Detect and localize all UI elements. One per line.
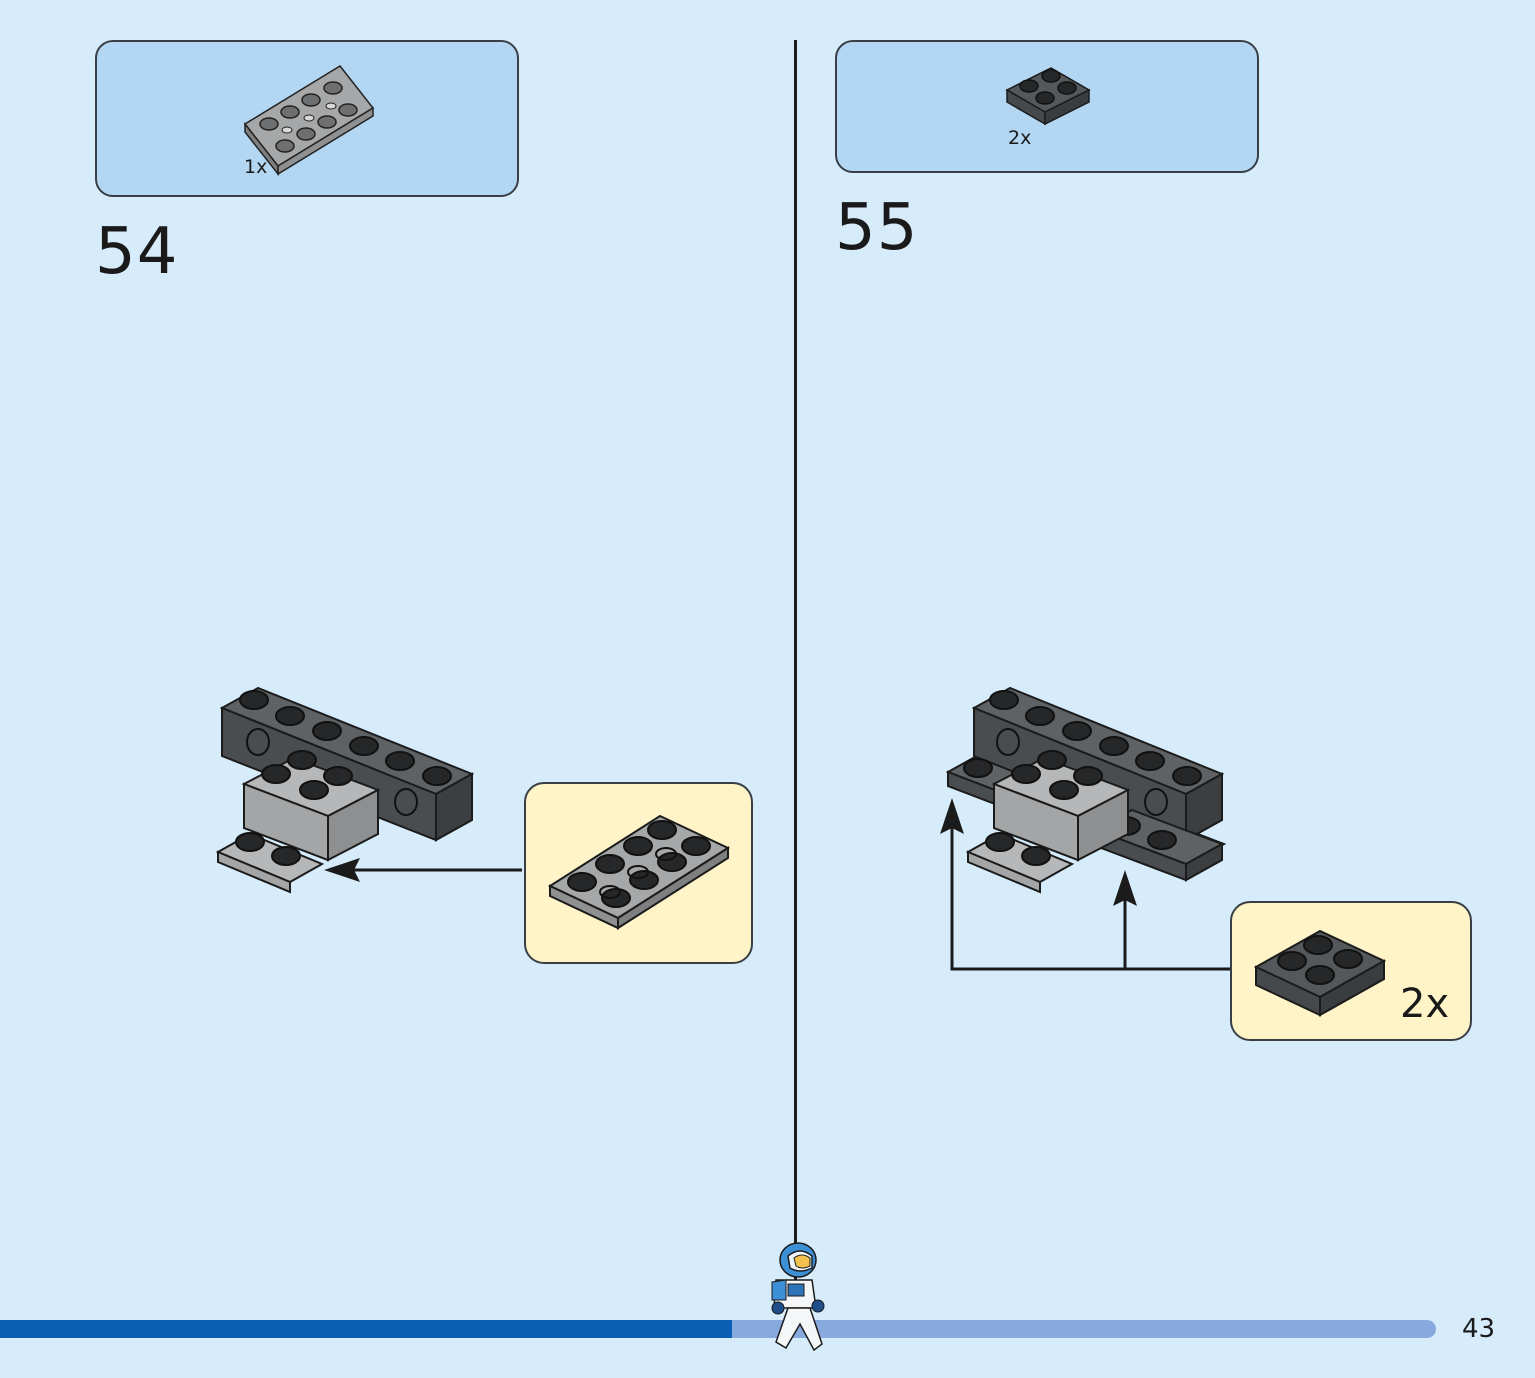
step-54-callout — [524, 782, 753, 964]
plate-2x2-icon — [1253, 929, 1387, 1017]
step-55-number: 55 — [835, 191, 919, 265]
step-54-model-illustration — [215, 686, 475, 894]
plate-2x4-with-holes-icon — [547, 814, 731, 930]
step-55-parts-box: 2x — [835, 40, 1259, 173]
plate-2x4-with-holes-icon — [243, 65, 375, 177]
step-55-assembly-arrows — [940, 798, 1230, 971]
step-54-parts-box: 1x — [95, 40, 519, 197]
page-divider — [794, 40, 797, 1280]
step-55-callout-qty: 2x — [1400, 981, 1450, 1027]
step-55-callout: 2x — [1230, 901, 1472, 1041]
step-55-parts-qty: 2x — [1008, 127, 1032, 149]
plate-2x2-icon — [1005, 67, 1091, 126]
progress-bar-fill — [0, 1320, 733, 1338]
step-54-assembly-arrow — [324, 858, 522, 882]
step-54-parts-qty: 1x — [244, 156, 268, 178]
step-54-number: 54 — [95, 215, 179, 289]
minifigure-astronaut-icon — [771, 1242, 825, 1352]
page-number: 43 — [1462, 1314, 1496, 1344]
step-55-model-illustration — [945, 686, 1227, 894]
